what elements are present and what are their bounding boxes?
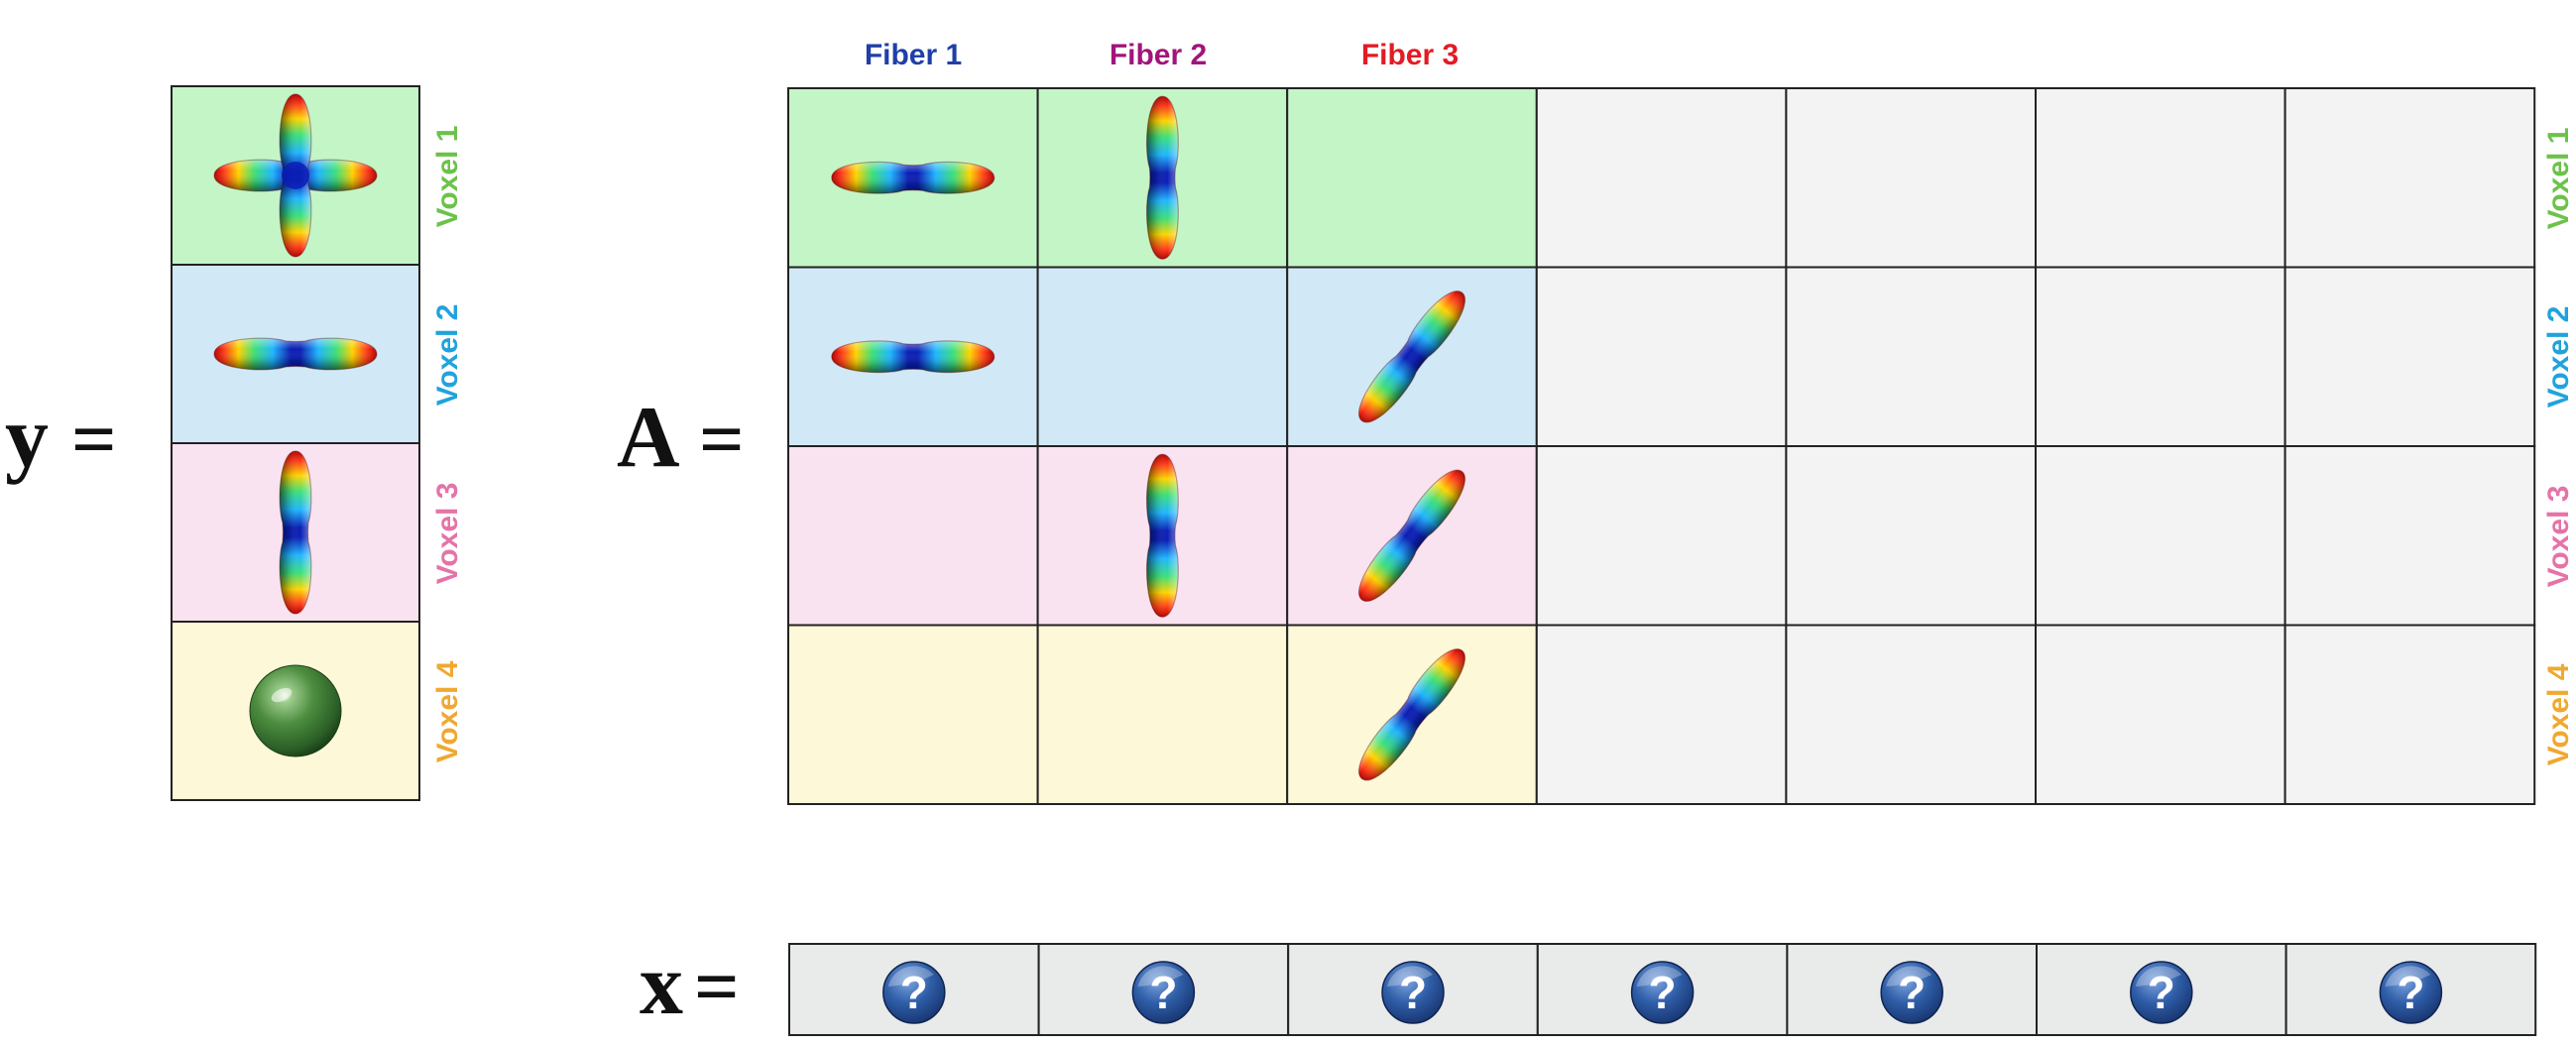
a-matrix-empty-cell [1535, 266, 1788, 447]
fiber-3-header: Fiber 3 [1361, 39, 1459, 71]
a-matrix-empty-cell [2035, 445, 2286, 627]
question-mark-icon: ? [2379, 961, 2443, 1024]
vertical-fiber-glyph [1145, 453, 1179, 618]
question-mark-symbol: ? [1149, 967, 1177, 1018]
a-matrix-empty-cell [1785, 445, 2038, 627]
question-mark-icon: ? [1880, 961, 1943, 1024]
a-matrix-label: A [617, 390, 680, 486]
diagonal-fiber-glyph [1358, 290, 1465, 423]
horizontal-fiber-glyph [831, 161, 995, 194]
a-voxel-4-label: Voxel 4 [2542, 663, 2575, 765]
y-vector-label: y [5, 390, 49, 486]
a-matrix-empty-cell [1785, 87, 2038, 269]
a-equals-sign: = [699, 397, 745, 484]
a-matrix-cell [787, 445, 1039, 627]
question-mark-symbol: ? [2148, 967, 2175, 1018]
a-matrix-empty-cell [2035, 624, 2286, 805]
y-voxel-2-label: Voxel 2 [431, 304, 464, 407]
y-equals-sign: = [71, 397, 117, 484]
question-mark-symbol: ? [2397, 967, 2424, 1018]
a-matrix-empty-cell [2283, 624, 2536, 805]
a-matrix-cell [1286, 87, 1538, 269]
a-matrix [787, 87, 2536, 805]
vertical-fiber-glyph [279, 450, 312, 615]
a-matrix-cell [1036, 624, 1289, 805]
crossing-fiber-glyph [213, 93, 378, 258]
diagonal-fiber-glyph [1358, 647, 1465, 781]
a-matrix-empty-cell [2035, 266, 2286, 447]
horizontal-fiber-glyph [831, 340, 995, 374]
fiber-1-header: Fiber 1 [865, 39, 962, 71]
vertical-fiber-glyph [1145, 95, 1179, 260]
question-mark-icon: ? [1131, 961, 1196, 1024]
a-matrix-empty-cell [2283, 87, 2536, 269]
isotropic-sphere-glyph [249, 664, 342, 757]
fiber-2-header: Fiber 2 [1110, 39, 1207, 71]
y-voxel-4-label: Voxel 4 [431, 660, 464, 762]
question-mark-symbol: ? [900, 967, 928, 1018]
y-vector [171, 85, 420, 801]
a-voxel-2-label: Voxel 2 [2542, 306, 2575, 408]
question-mark-symbol: ? [1399, 967, 1427, 1018]
x-vector-label: x [640, 937, 683, 1033]
x-equals-sign: = [694, 944, 740, 1031]
a-matrix-empty-cell [2283, 445, 2536, 627]
a-matrix-empty-cell [1535, 624, 1788, 805]
a-matrix-empty-cell [2035, 87, 2286, 269]
question-mark-symbol: ? [1649, 967, 1677, 1018]
a-matrix-empty-cell [1785, 624, 2038, 805]
question-mark-icon: ? [1381, 961, 1445, 1024]
question-mark-icon: ? [2130, 961, 2193, 1024]
a-matrix-empty-cell [1535, 87, 1788, 269]
question-mark-symbol: ? [1898, 967, 1926, 1018]
diagonal-fiber-glyph [1358, 469, 1465, 603]
a-matrix-cell [1036, 266, 1289, 447]
x-vector: ??????? [788, 943, 2537, 1036]
a-matrix-cell [787, 624, 1039, 805]
a-matrix-empty-cell [1535, 445, 1788, 627]
a-voxel-3-label: Voxel 3 [2542, 486, 2575, 588]
question-mark-icon: ? [882, 961, 946, 1024]
a-matrix-empty-cell [2283, 266, 2536, 447]
a-voxel-1-label: Voxel 1 [2542, 128, 2575, 230]
y-voxel-3-label: Voxel 3 [431, 483, 464, 585]
question-mark-icon: ? [1630, 961, 1695, 1024]
horizontal-fiber-glyph [213, 337, 378, 371]
a-matrix-empty-cell [1785, 266, 2038, 447]
y-voxel-1-label: Voxel 1 [431, 126, 464, 228]
